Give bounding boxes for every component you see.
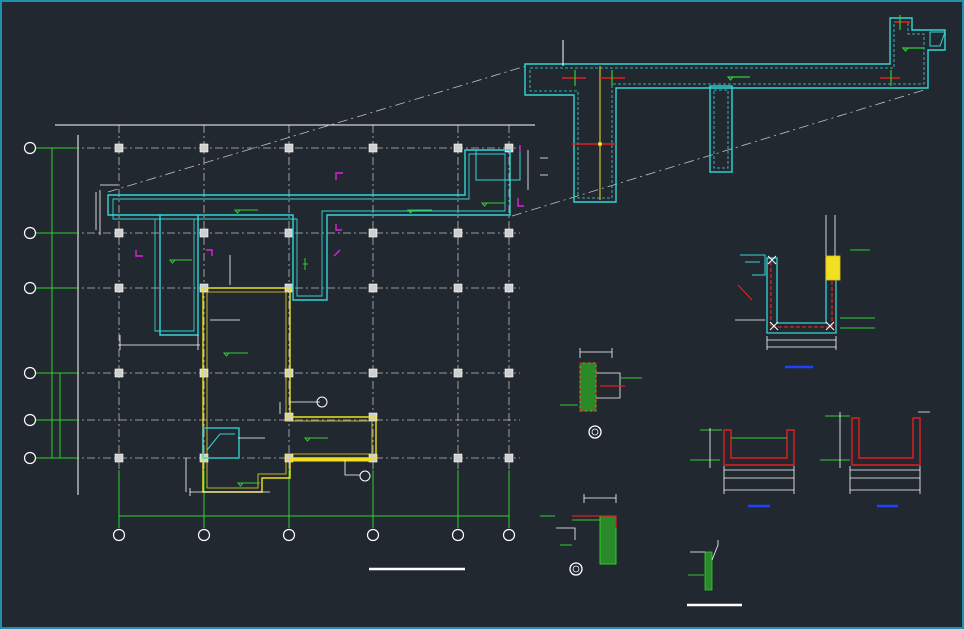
sump-section-detail-1 xyxy=(690,428,795,508)
projection-lines xyxy=(107,65,925,217)
column-markers xyxy=(114,143,514,463)
sump-section-detail-2 xyxy=(820,411,930,508)
section-cut-marks xyxy=(135,145,524,257)
cyan-pit-walls xyxy=(107,149,521,336)
small-bottom-detail xyxy=(688,540,719,591)
pit-section-detail xyxy=(735,215,875,369)
sump-outline xyxy=(202,427,240,459)
elevation-symbols xyxy=(168,202,505,487)
pit-dimension-lines xyxy=(95,150,548,496)
axis-grid xyxy=(55,125,520,520)
yellow-pit-walls xyxy=(202,287,377,493)
bottom-dimension-lines xyxy=(118,470,510,528)
top-section-view xyxy=(524,17,946,203)
top-section-rebar-marks xyxy=(562,21,910,145)
sump-slope-line xyxy=(206,433,235,451)
axis-bubbles xyxy=(23,141,516,542)
section-marker-b xyxy=(359,470,371,482)
wall-section-detail-1 xyxy=(560,348,642,439)
extent-lines xyxy=(55,124,535,495)
top-section-dot xyxy=(598,142,602,146)
top-section-green-marks xyxy=(574,15,924,86)
section-marker-a xyxy=(316,396,328,408)
wall-section-detail-2 xyxy=(540,494,617,576)
left-dimension-lines xyxy=(36,147,78,459)
